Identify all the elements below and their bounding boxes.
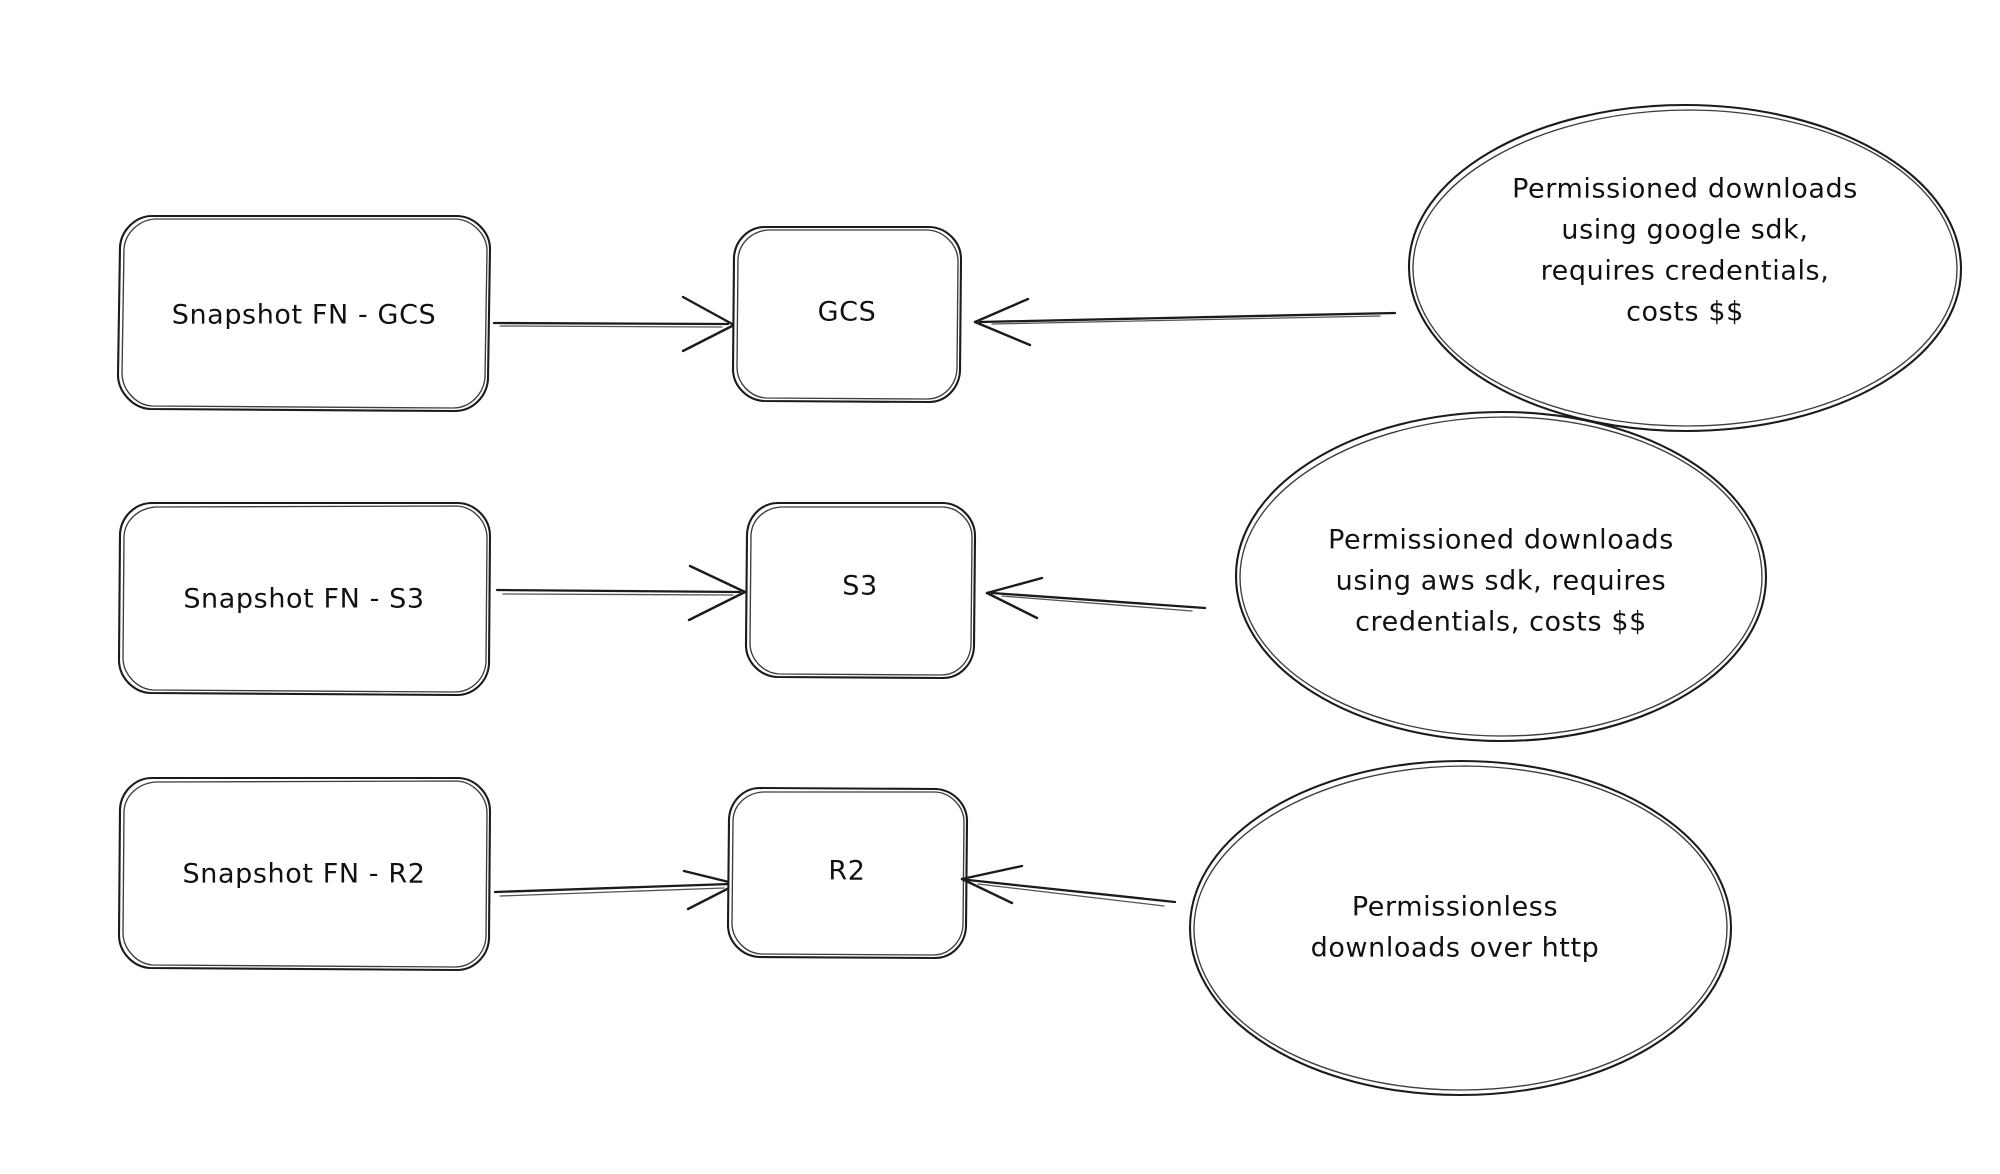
edge-gcs-note bbox=[973, 297, 1397, 347]
node-label-snapshot-fn-gcs: Snapshot FN - GCS bbox=[172, 300, 437, 331]
note-r2-line-1: Permissionless bbox=[1352, 892, 1558, 923]
node-r2[interactable]: R2 bbox=[726, 786, 969, 960]
edge-s3-note bbox=[985, 576, 1207, 620]
node-label-r2: R2 bbox=[828, 856, 865, 887]
note-r2[interactable]: Permissionless downloads over http bbox=[1188, 759, 1733, 1097]
note-gcs-line-1: Permissioned downloads bbox=[1512, 174, 1858, 205]
edge-s3-write bbox=[495, 564, 747, 622]
node-label-snapshot-fn-s3: Snapshot FN - S3 bbox=[183, 584, 424, 615]
note-s3-line-1: Permissioned downloads bbox=[1328, 525, 1674, 556]
node-snapshot-fn-r2[interactable]: Snapshot FN - R2 bbox=[117, 776, 492, 972]
edge-gcs-write bbox=[492, 295, 736, 353]
node-label-gcs: GCS bbox=[818, 297, 877, 328]
edge-r2-note bbox=[960, 864, 1177, 907]
node-snapshot-fn-gcs[interactable]: Snapshot FN - GCS bbox=[116, 214, 492, 413]
row-gcs: Snapshot FN - GCS GCS bbox=[116, 103, 1963, 433]
edge-r2-write bbox=[493, 869, 739, 911]
note-gcs[interactable]: Permissioned downloads using google sdk,… bbox=[1407, 103, 1963, 433]
node-gcs[interactable]: GCS bbox=[731, 225, 963, 404]
node-s3[interactable]: S3 bbox=[744, 501, 977, 680]
row-s3: Snapshot FN - S3 S3 bbox=[117, 410, 1768, 743]
note-gcs-line-3: requires credentials, bbox=[1541, 256, 1830, 287]
node-label-snapshot-fn-r2: Snapshot FN - R2 bbox=[183, 859, 426, 890]
note-gcs-line-4: costs $$ bbox=[1626, 297, 1744, 328]
row-r2: Snapshot FN - R2 R2 bbox=[117, 759, 1733, 1097]
node-snapshot-fn-s3[interactable]: Snapshot FN - S3 bbox=[117, 501, 492, 697]
note-s3[interactable]: Permissioned downloads using aws sdk, re… bbox=[1234, 410, 1768, 743]
note-s3-line-3: credentials, costs $$ bbox=[1355, 607, 1647, 638]
node-label-s3: S3 bbox=[842, 571, 878, 602]
note-s3-line-2: using aws sdk, requires bbox=[1336, 566, 1667, 597]
note-r2-line-2: downloads over http bbox=[1311, 933, 1600, 964]
note-gcs-line-2: using google sdk, bbox=[1561, 215, 1808, 246]
